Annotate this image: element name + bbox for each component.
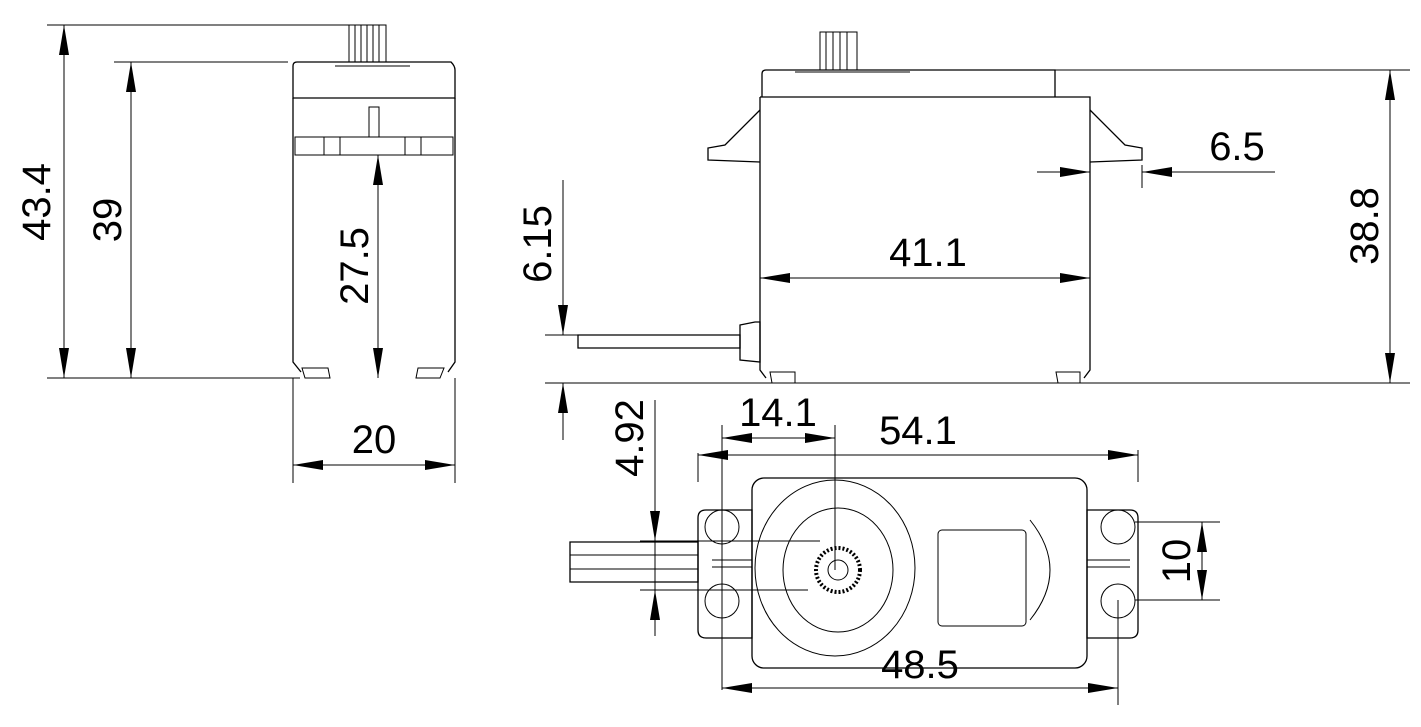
front-view-dimensions: 43.4 39 27.5 20 <box>15 24 456 483</box>
case-body <box>292 98 456 373</box>
dim-overall-height: 43.4 <box>15 163 59 241</box>
top-case <box>751 477 1088 669</box>
dim-hole-spacing-length: 48.5 <box>881 643 959 687</box>
cable-top <box>569 541 699 583</box>
dim-flange-offset: 6.5 <box>1209 125 1265 169</box>
side-top-cap <box>761 69 1056 97</box>
output-spline <box>814 546 862 594</box>
dim-side-height: 38.8 <box>1343 187 1387 265</box>
dim-overall-length: 54.1 <box>879 409 957 453</box>
top-view-dimensions: 14.1 54.1 48.5 10 4.92 <box>608 391 1220 705</box>
right-flange <box>1089 109 1143 163</box>
dim-width: 20 <box>352 418 397 462</box>
cable-side <box>577 334 741 349</box>
top-view <box>569 477 1139 669</box>
label-window <box>937 529 1027 627</box>
mount-hole <box>1100 509 1136 545</box>
front-view <box>292 24 456 379</box>
dim-cable-width: 4.92 <box>608 399 652 477</box>
top-cap <box>292 61 456 99</box>
dim-hole-spacing-width: 10 <box>1155 539 1199 584</box>
side-view <box>577 31 1143 384</box>
dim-mount-height: 27.5 <box>333 227 377 305</box>
left-flange <box>707 109 761 163</box>
mounting-flanges <box>697 509 1139 639</box>
dim-case-length: 41.1 <box>889 231 967 275</box>
dim-case-height: 39 <box>86 198 130 243</box>
side-case <box>759 96 1091 379</box>
dim-cable-height: 6.15 <box>516 205 560 283</box>
side-view-dimensions: 38.8 41.1 6.5 6.15 <box>516 69 1410 440</box>
dim-shaft-offset: 14.1 <box>739 391 817 435</box>
